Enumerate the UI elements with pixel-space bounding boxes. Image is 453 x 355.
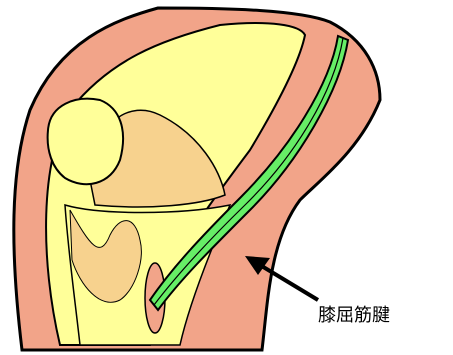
tendon-label: 膝屈筋腱	[318, 301, 390, 327]
patella	[48, 99, 123, 184]
